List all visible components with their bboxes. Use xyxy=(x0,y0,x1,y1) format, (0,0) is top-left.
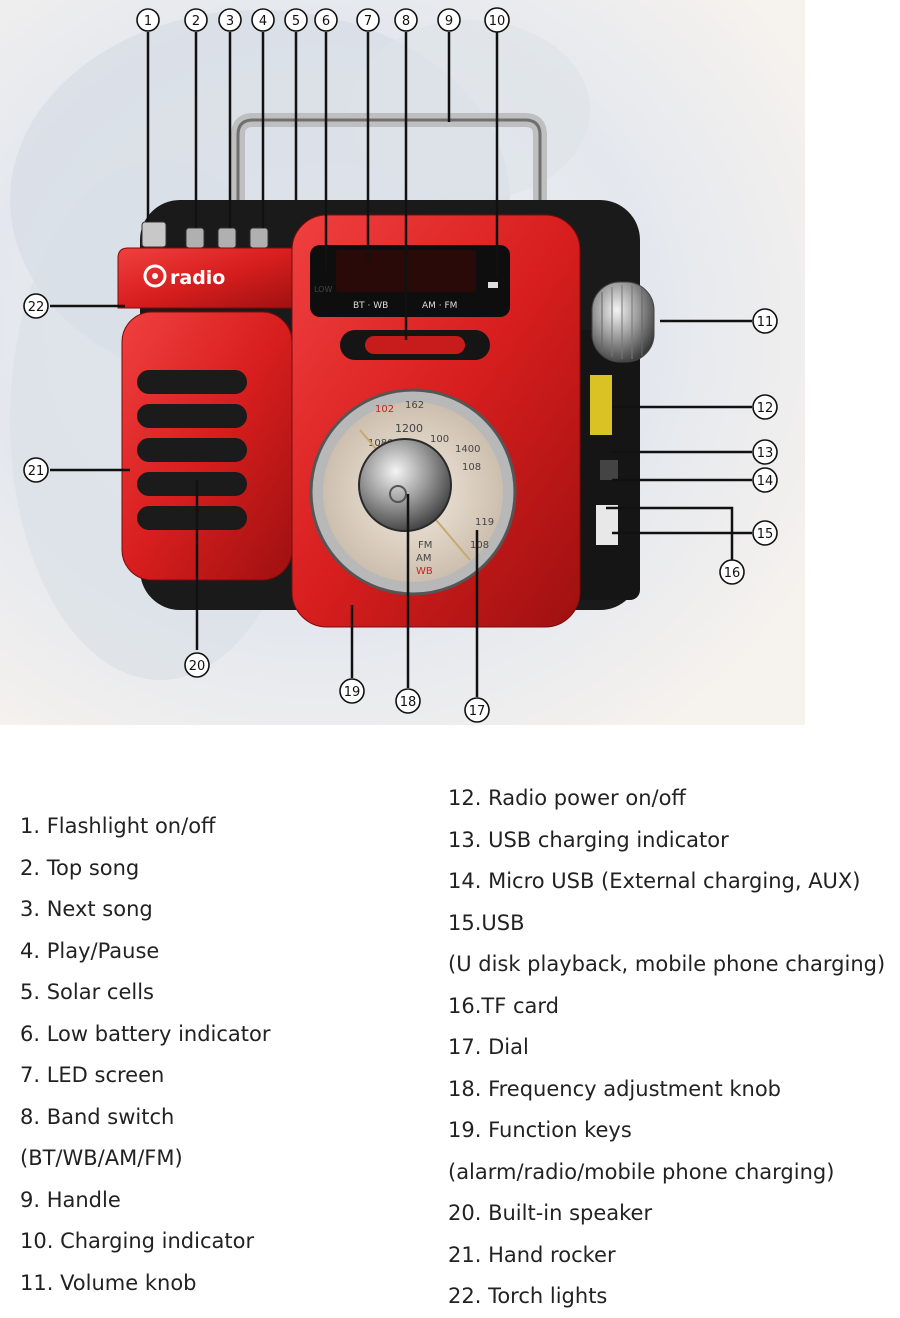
svg-text:14: 14 xyxy=(757,474,774,489)
svg-text:100: 100 xyxy=(430,434,449,445)
legend-item: 15.USB xyxy=(448,910,525,935)
legend-item: 17. Dial xyxy=(448,1035,529,1059)
callout-16: 16 xyxy=(719,559,745,585)
legend-item: 2. Top song xyxy=(20,855,140,880)
legend-item: (alarm/radio/mobile phone charging) xyxy=(448,1159,835,1184)
svg-text:8: 8 xyxy=(402,14,410,29)
svg-text:2: 2 xyxy=(192,14,200,29)
legend-item: 4. Play/Pause xyxy=(20,938,160,963)
callout-lines xyxy=(50,32,752,697)
callout-6: 6 xyxy=(314,8,338,32)
callout-13: 13 xyxy=(752,439,778,465)
svg-text:108: 108 xyxy=(462,462,481,473)
svg-text:7: 7 xyxy=(364,14,372,29)
callout-1: 1 xyxy=(136,8,160,32)
radio-diagram: radio LOW BT · WB AM · FM 102 1200 162 1… xyxy=(0,0,805,725)
callout-15: 15 xyxy=(752,520,778,546)
legend-item: 14. Micro USB (External charging, AUX) xyxy=(448,869,861,893)
callout-5: 5 xyxy=(284,8,308,32)
frequency-knob xyxy=(358,438,452,532)
svg-text:3: 3 xyxy=(226,14,234,29)
callout-8: 8 xyxy=(394,8,418,32)
brand-label: radio xyxy=(170,267,225,289)
svg-text:1400: 1400 xyxy=(455,444,480,455)
low-battery-label: LOW xyxy=(314,285,332,294)
svg-text:4: 4 xyxy=(259,14,267,29)
svg-text:119: 119 xyxy=(475,517,494,528)
next-song-button xyxy=(217,227,237,249)
svg-text:9: 9 xyxy=(445,14,453,29)
svg-text:102: 102 xyxy=(375,404,394,415)
callout-17: 17 xyxy=(464,697,490,723)
flashlight-button xyxy=(141,221,167,248)
legend-item: 20. Built-in speaker xyxy=(448,1201,653,1225)
legend-left-column: 1. Flashlight on/off 2. Top song 3. Next… xyxy=(20,806,271,1304)
statue-silhouette-3 xyxy=(350,20,590,200)
callout-markers: 1 2 3 4 5 6 7 8 9 10 11 12 13 14 15 16 1… xyxy=(23,7,778,723)
legend-right-column: 12. Radio power on/off 13. USB charging … xyxy=(448,778,885,1318)
callout-20: 20 xyxy=(184,652,210,678)
svg-text:13: 13 xyxy=(757,446,774,461)
band-label-am-fm: AM · FM xyxy=(422,301,457,311)
svg-text:12: 12 xyxy=(757,401,774,416)
callout-12: 12 xyxy=(752,394,778,420)
charging-indicator-light xyxy=(488,282,498,288)
callout-19: 19 xyxy=(339,678,365,704)
callout-18: 18 xyxy=(395,688,421,714)
speaker-slots xyxy=(137,370,247,530)
legend-item: 3. Next song xyxy=(20,897,153,921)
callout-10: 10 xyxy=(484,7,510,33)
top-song-button xyxy=(185,227,205,249)
legend-item: 21. Hand rocker xyxy=(448,1242,616,1267)
svg-text:5: 5 xyxy=(292,14,300,29)
legend-item: 19. Function keys xyxy=(448,1118,632,1142)
svg-text:1: 1 xyxy=(144,14,152,29)
svg-text:22: 22 xyxy=(28,300,45,315)
svg-text:15: 15 xyxy=(757,527,774,542)
dial-band-fm: FM xyxy=(418,540,432,551)
legend-item: 22. Torch lights xyxy=(448,1284,608,1308)
legend-item: 5. Solar cells xyxy=(20,980,154,1004)
callout-4: 4 xyxy=(251,8,275,32)
legend-item: 1. Flashlight on/off xyxy=(20,814,216,838)
legend-item: 10. Charging indicator xyxy=(20,1229,255,1253)
svg-text:16: 16 xyxy=(724,566,741,581)
svg-text:11: 11 xyxy=(757,315,774,330)
svg-text:10: 10 xyxy=(489,14,506,29)
dial-band-am: AM xyxy=(416,553,431,564)
callout-3: 3 xyxy=(218,8,242,32)
legend-item: (BT/WB/AM/FM) xyxy=(20,1146,183,1170)
svg-text:17: 17 xyxy=(469,704,486,719)
svg-text:20: 20 xyxy=(189,659,206,674)
dial-band-wb: WB xyxy=(416,566,433,577)
legend-item: 13. USB charging indicator xyxy=(448,827,729,852)
callout-22: 22 xyxy=(23,293,49,319)
legend-item: 6. Low battery indicator xyxy=(20,1021,271,1046)
callout-14: 14 xyxy=(752,467,778,493)
legend-item: 12. Radio power on/off xyxy=(448,786,686,810)
callout-11: 11 xyxy=(752,308,778,334)
legend-item: 18. Frequency adjustment knob xyxy=(448,1076,781,1101)
band-label-bt-wb: BT · WB xyxy=(353,301,388,311)
volume-knob xyxy=(591,281,655,363)
play-pause-button xyxy=(249,227,269,249)
svg-text:21: 21 xyxy=(28,464,45,479)
callout-7: 7 xyxy=(356,8,380,32)
legend-item: 9. Handle xyxy=(20,1187,121,1212)
legend-item: 16.TF card xyxy=(448,993,559,1018)
callout-9: 9 xyxy=(437,8,461,32)
legend-item: (U disk playback, mobile phone charging) xyxy=(448,952,886,976)
svg-text:162: 162 xyxy=(405,400,424,411)
svg-text:6: 6 xyxy=(322,14,330,29)
svg-text:18: 18 xyxy=(400,695,417,710)
legend-item: 7. LED screen xyxy=(20,1063,165,1087)
svg-text:1200: 1200 xyxy=(395,422,423,435)
svg-text:108: 108 xyxy=(470,540,489,551)
svg-text:19: 19 xyxy=(344,685,361,700)
svg-text:1080: 1080 xyxy=(368,438,393,449)
legend-item: 11. Volume knob xyxy=(20,1270,197,1295)
callout-2: 2 xyxy=(184,8,208,32)
legend-item: 8. Band switch xyxy=(20,1104,175,1129)
callout-21: 21 xyxy=(23,457,49,483)
